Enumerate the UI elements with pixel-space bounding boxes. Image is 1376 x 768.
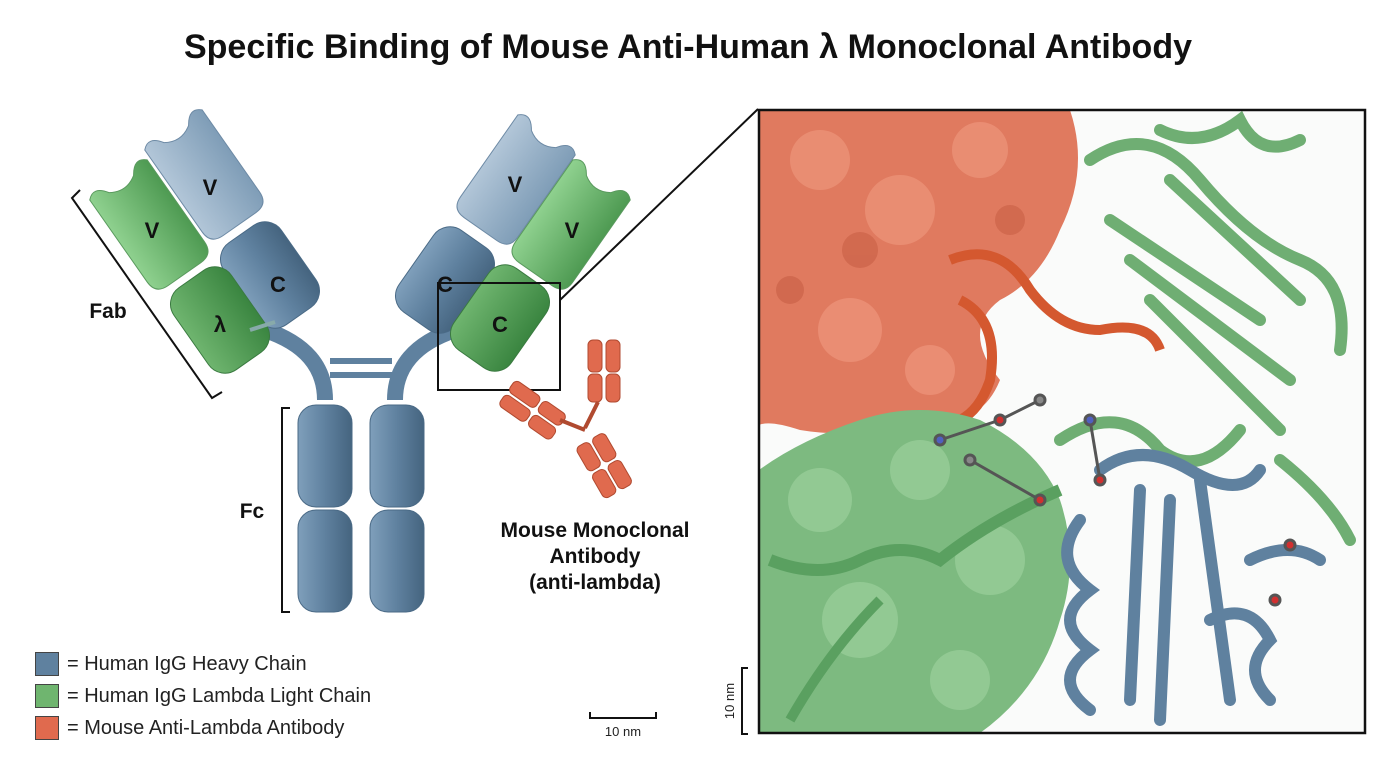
horizontal-scale-label: 10 nm [605, 724, 641, 739]
legend-item-mouse: = Mouse Anti-Lambda Antibody [35, 712, 371, 744]
fc-region [297, 404, 425, 613]
label-heavy-c: C [270, 272, 286, 297]
legend: = Human IgG Heavy Chain = Human IgG Lamb… [35, 648, 371, 744]
left-fab-arm [89, 109, 320, 374]
fab-label: Fab [89, 300, 126, 323]
legend-swatch-mouse [35, 716, 59, 740]
legend-label: = Mouse Anti-Lambda Antibody [67, 716, 345, 739]
label-right-heavy-v: V [508, 172, 523, 197]
mouse-label-line-2: Antibody [549, 545, 641, 568]
legend-item-light: = Human IgG Lambda Light Chain [35, 680, 371, 712]
right-fab-arm [395, 114, 631, 372]
right-heavy-v-domain [456, 114, 576, 245]
label-right-heavy-c: C [437, 272, 453, 297]
label-heavy-v: V [203, 175, 218, 200]
fc-label: Fc [240, 500, 265, 523]
figure-title: Specific Binding of Mouse Anti-Human λ M… [183, 28, 1192, 66]
vertical-scale-label: 10 nm [722, 683, 737, 719]
legend-swatch-heavy [35, 652, 59, 676]
legend-label: = Human IgG Lambda Light Chain [67, 684, 372, 707]
light-chain-v-domain [89, 159, 209, 290]
interface-residues [933, 393, 1297, 607]
fab-bracket [70, 189, 223, 400]
legend-label: = Human IgG Heavy Chain [67, 652, 307, 675]
vertical-scale-bar [741, 667, 748, 735]
legend-swatch-light [35, 684, 59, 708]
mouse-label-line-1: Mouse Monoclonal [500, 519, 690, 542]
legend-item-heavy: = Human IgG Heavy Chain [35, 648, 371, 680]
right-light-c-domain [450, 264, 550, 372]
horizontal-scale-bar [589, 712, 657, 719]
heavy-chain-v-domain [144, 109, 264, 240]
mouse-antibody-icon [499, 339, 632, 499]
zoom-region-box [437, 282, 561, 391]
mouse-antibody-label: Mouse Monoclonal Antibody (anti-lambda) [470, 518, 720, 596]
hinge-region [262, 322, 458, 401]
structure-panel [757, 108, 1367, 735]
label-light-lambda: λ [214, 312, 226, 337]
light-chain-lambda-domain [170, 266, 270, 374]
fc-bracket [281, 407, 290, 613]
label-light-v: V [145, 218, 160, 243]
label-right-light-c: C [492, 312, 508, 337]
label-right-light-v: V [565, 218, 580, 243]
zoom-connector-line [559, 108, 759, 301]
mouse-label-line-3: (anti-lambda) [529, 571, 661, 594]
right-light-v-domain [511, 159, 631, 290]
